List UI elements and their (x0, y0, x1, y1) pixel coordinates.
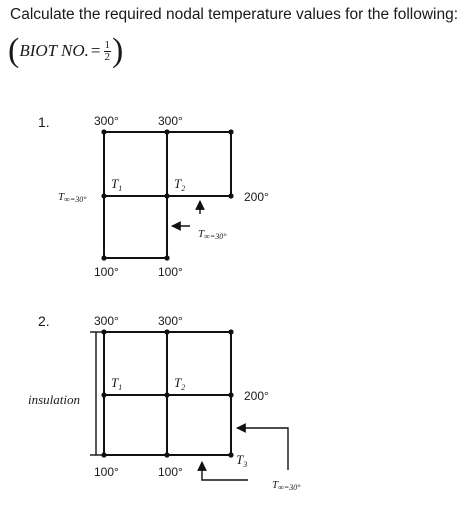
open-paren: ( (8, 32, 20, 69)
node-dot (228, 329, 234, 335)
problem-1-bottom-left-temp: 100° (94, 265, 119, 279)
node-dot (228, 452, 234, 458)
node-dot (228, 129, 234, 135)
problem-2-node-t2: T2 (174, 375, 185, 392)
problem-2-right-temp: 200° (244, 389, 269, 403)
problem-2-bottom-left-temp: 100° (94, 465, 119, 479)
node-dot (101, 193, 107, 199)
biot-equals: = (90, 41, 101, 60)
biot-label: BIOT NO. (19, 41, 89, 60)
arrow-up-icon (197, 461, 248, 481)
problem-1-top-right-temp: 300° (158, 114, 183, 128)
biot-fraction: 1 2 (103, 38, 112, 63)
node-dot (164, 329, 170, 335)
node-dot (164, 392, 170, 398)
biot-number-expression: ( BIOT NO. = 1 2 ) (8, 34, 123, 68)
node-dot (101, 255, 107, 261)
problem-1-left-ambient: T∞=30° (58, 191, 87, 204)
problem-2-ambient: T∞=30° (272, 479, 301, 492)
problem-2-node-t1: T1 (111, 375, 122, 392)
instruction-text: Calculate the required nodal temperature… (10, 6, 459, 23)
node-dot (164, 255, 170, 261)
problem-2: 2. insulation 300° 300° 200° 100° 100° T… (28, 313, 301, 492)
problem-2-bottom-right-temp: 100° (158, 465, 183, 479)
problem-2-node-t3: T3 (236, 452, 247, 469)
node-dot (101, 392, 107, 398)
problem-1-node-t2: T2 (174, 176, 185, 193)
node-dot (228, 193, 234, 199)
problem-1-right-temp: 200° (244, 190, 269, 204)
node-dot (164, 193, 170, 199)
node-dot (164, 452, 170, 458)
arrow-left-icon (236, 423, 289, 470)
problem-2-top-left-temp: 300° (94, 314, 119, 328)
biot-denominator: 2 (104, 50, 111, 63)
problem-1-top-left-temp: 300° (94, 114, 119, 128)
problem-1: 1. 300° 300° 200° 100° 100° T1 T2 T∞=30° (38, 114, 269, 279)
insulation-label: insulation (28, 392, 80, 407)
node-dot (101, 329, 107, 335)
problem-1-bottom-right-temp: 100° (158, 265, 183, 279)
biot-numerator: 1 (103, 38, 112, 52)
node-dot (228, 392, 234, 398)
node-dot (101, 129, 107, 135)
close-paren: ) (112, 32, 124, 69)
node-dot (101, 452, 107, 458)
problem-2-number: 2. (38, 313, 50, 329)
problem-1-node-t1: T1 (111, 176, 122, 193)
problem-1-ambient: T∞=30° (198, 228, 227, 241)
node-dot (164, 129, 170, 135)
problem-1-number: 1. (38, 114, 50, 130)
problem-2-top-right-temp: 300° (158, 314, 183, 328)
